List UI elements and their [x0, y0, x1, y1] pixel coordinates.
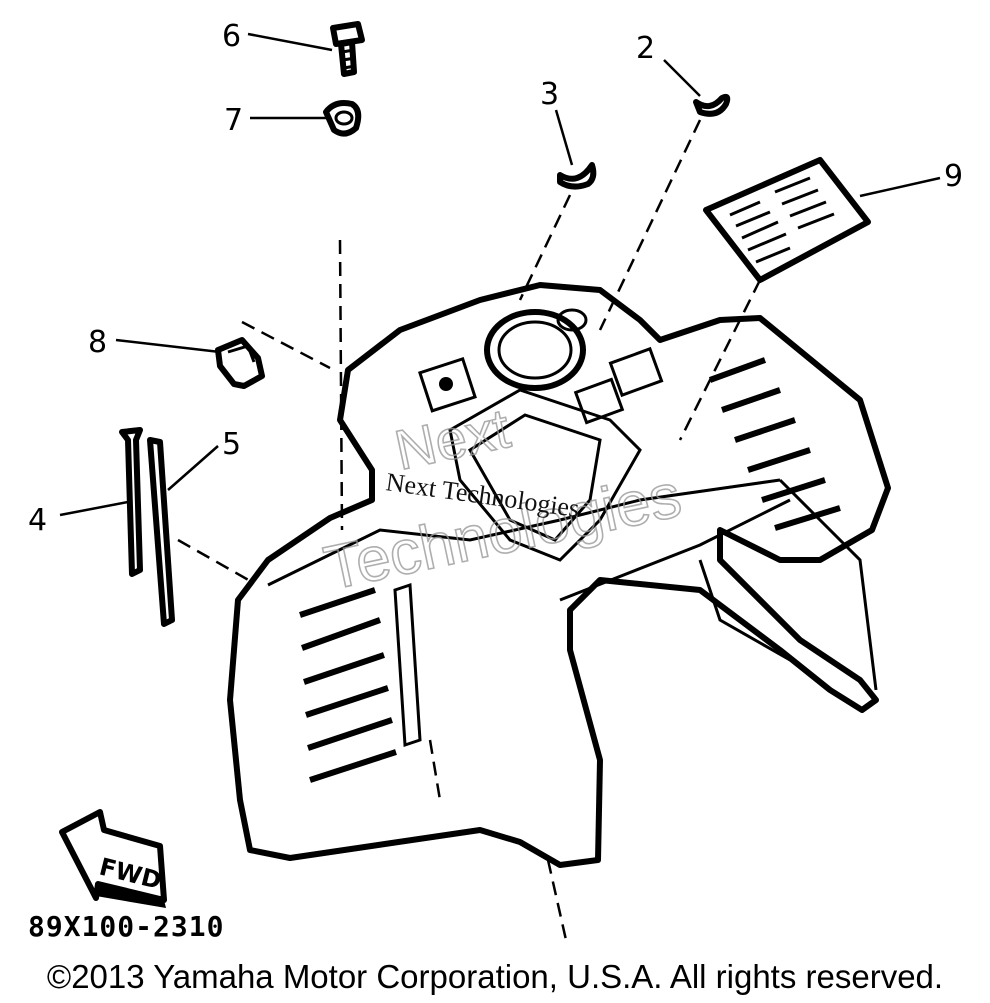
part-5-band	[147, 437, 175, 627]
callout-4: 4	[28, 503, 47, 538]
callout-9: 9	[944, 159, 963, 194]
part-7-grommet	[323, 100, 362, 137]
callout-2: 2	[636, 31, 655, 66]
fwd-arrow: FWD	[59, 809, 167, 908]
part-code: 89X100-2310	[28, 910, 225, 943]
part-3-clip	[557, 162, 597, 190]
callout-3: 3	[540, 77, 559, 112]
cap-opening	[484, 308, 588, 391]
part-9-label	[703, 157, 871, 283]
part-8-clamp	[215, 337, 265, 389]
left-louvers	[299, 582, 422, 783]
right-louvers	[708, 357, 841, 531]
copyright-text: ©2013 Yamaha Motor Corporation, U.S.A. A…	[46, 958, 944, 995]
part-4-band	[119, 427, 143, 577]
watermark-outline-1: Next	[389, 396, 515, 482]
part-6-screw	[330, 21, 365, 77]
callout-6: 6	[222, 19, 241, 54]
cover-body	[227, 282, 891, 868]
callout-5: 5	[222, 427, 241, 462]
leader-lines	[59, 32, 941, 517]
callout-7: 7	[224, 103, 243, 138]
part-2-clip	[693, 93, 731, 117]
callout-8: 8	[88, 325, 107, 360]
assembly-lines	[177, 119, 762, 941]
mount-pads	[418, 346, 664, 425]
